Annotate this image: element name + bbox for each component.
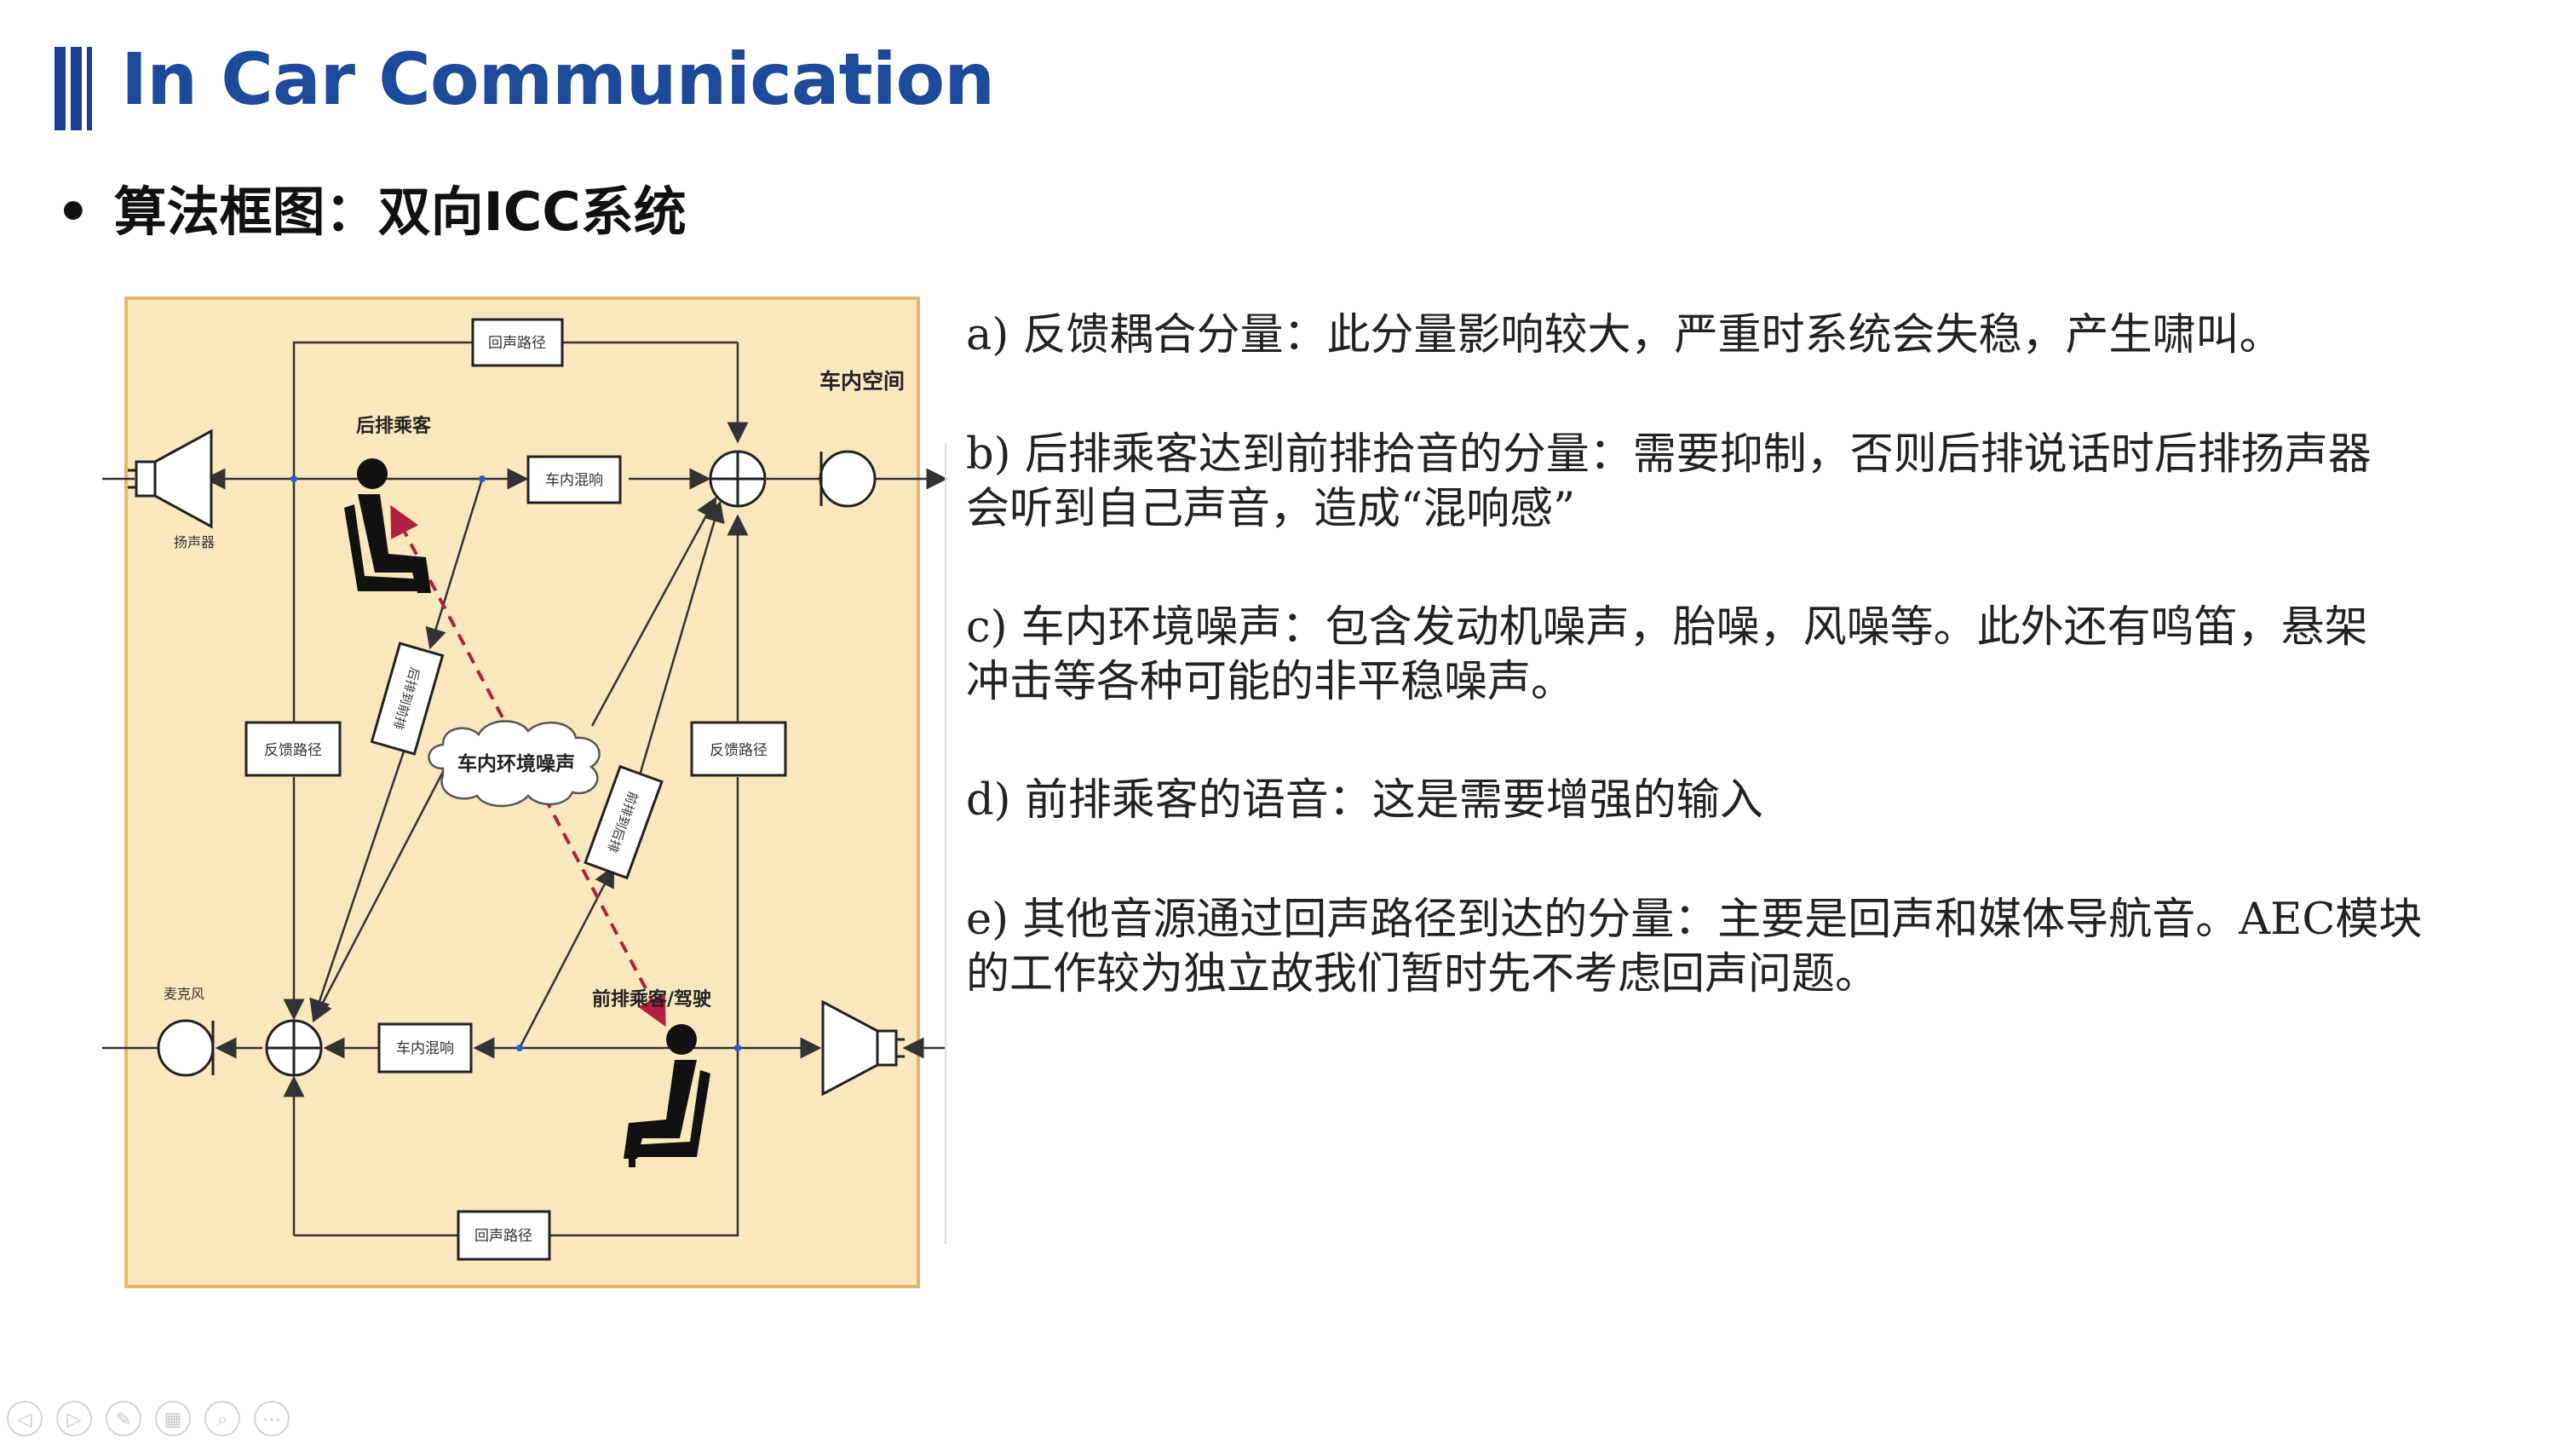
prev-icon[interactable]: ◁ (7, 1401, 43, 1436)
description-e: e) 其他音源通过回声路径到达的分量：主要是回声和媒体导航音。AEC模块 的工作… (966, 893, 2564, 1002)
diag-path-right-box (584, 764, 664, 880)
panel-divider (945, 443, 946, 1244)
noise-cloud-shape (428, 720, 601, 808)
echo-path-top-box (471, 318, 564, 367)
cabin-reverb-bottom-box (377, 1022, 473, 1074)
rear-passenger-icon (344, 458, 431, 593)
next-icon[interactable]: ▷ (56, 1401, 92, 1436)
description-d-line1: d) 前排乘客的语音：这是需要增强的输入 (966, 775, 1763, 826)
junction-dot (479, 475, 486, 482)
description-c-line1: c) 车内环境噪声：包含发动机噪声，胎噪，风噪等。此外还有鸣笛，悬架 (966, 602, 2368, 653)
speaker-left-icon (128, 429, 213, 529)
pen-icon[interactable]: ✎ (106, 1401, 141, 1436)
echo-path-top-label: 回声路径 (488, 335, 546, 352)
cabin-reverb-bottom-label: 车内混响 (396, 1040, 454, 1057)
zoom-icon[interactable]: ⌕ (204, 1401, 240, 1436)
page-title: In Car Communication (121, 37, 995, 121)
mic-icon (157, 1019, 215, 1077)
front-passenger-label: 前排乘客/驾驶 (592, 988, 711, 1010)
icc-block-diagram: 回声路径 车内混响 反馈路径 反馈路径 车内混响 回声路径 后排到前排 前排到后… (102, 296, 948, 1288)
slide-subtitle: • 算法框图：双向ICC系统 (56, 169, 687, 245)
description-d: d) 前排乘客的语音：这是需要增强的输入 (966, 774, 2564, 828)
cabin-space-label: 车内空间 (819, 369, 905, 394)
feedback-path-left-label: 反馈路径 (264, 742, 322, 759)
description-a-line1: a) 反馈耦合分量：此分量影响较大，严重时系统会失稳，产生啸叫。 (966, 310, 2283, 360)
speaker-right-icon (821, 999, 905, 1097)
subtitle-text: 算法框图：双向ICC系统 (113, 181, 687, 243)
junction-dot (516, 1045, 523, 1051)
echo-path-bottom-label: 回声路径 (474, 1228, 532, 1245)
feedback-path-right-label: 反馈路径 (710, 742, 768, 759)
rear-passenger-label: 后排乘客 (356, 415, 432, 437)
echo-path-bottom-box (457, 1210, 551, 1261)
more-icon[interactable]: ⋯ (254, 1401, 290, 1436)
description-b: b) 后排乘客达到前排拾音的分量：需要抑制，否则后排说话时后排扬声器 会听到自己… (966, 428, 2564, 537)
cabin-reverb-top-box (526, 455, 622, 504)
noise-label: 车内环境噪声 (457, 752, 575, 775)
description-e-line1: e) 其他音源通过回声路径到达的分量：主要是回声和媒体导航音。AEC模块 (966, 895, 2423, 945)
description-b-line1: b) 后排乘客达到前排拾音的分量：需要抑制，否则后排说话时后排扬声器 (966, 429, 2372, 480)
bullet-point: • (56, 181, 90, 243)
junction-dot (290, 475, 297, 482)
cabin-reverb-top-label: 车内混响 (545, 472, 603, 489)
mic-label: 麦克风 (164, 986, 204, 1002)
feedback-path-left-box (244, 721, 342, 777)
title-accent-bars (55, 47, 102, 130)
cabin-mic-icon (819, 450, 877, 508)
junction-dot (734, 1045, 741, 1051)
front-passenger-icon (624, 1024, 710, 1167)
slideshow-toolbar: ◁ ▷ ✎ ▦ ⌕ ⋯ (7, 1401, 290, 1438)
slides-icon[interactable]: ▦ (155, 1401, 191, 1436)
feedback-path-right-box (690, 721, 787, 777)
description-a: a) 反馈耦合分量：此分量影响较大，严重时系统会失稳，产生啸叫。 (966, 308, 2564, 363)
description-c-line2: 冲击等各种可能的非平稳噪声。 (966, 657, 1575, 707)
description-c: c) 车内环境噪声：包含发动机噪声，胎噪，风噪等。此外还有鸣笛，悬架 冲击等各种… (966, 601, 2564, 710)
speaker-left-label: 扬声器 (174, 534, 215, 550)
diag-path-left-box (370, 642, 445, 756)
description-b-line2: 会听到自己声音，造成“混响感” (966, 484, 1576, 534)
description-e-line2: 的工作较为独立故我们暂时先不考虑回声问题。 (966, 949, 1879, 999)
